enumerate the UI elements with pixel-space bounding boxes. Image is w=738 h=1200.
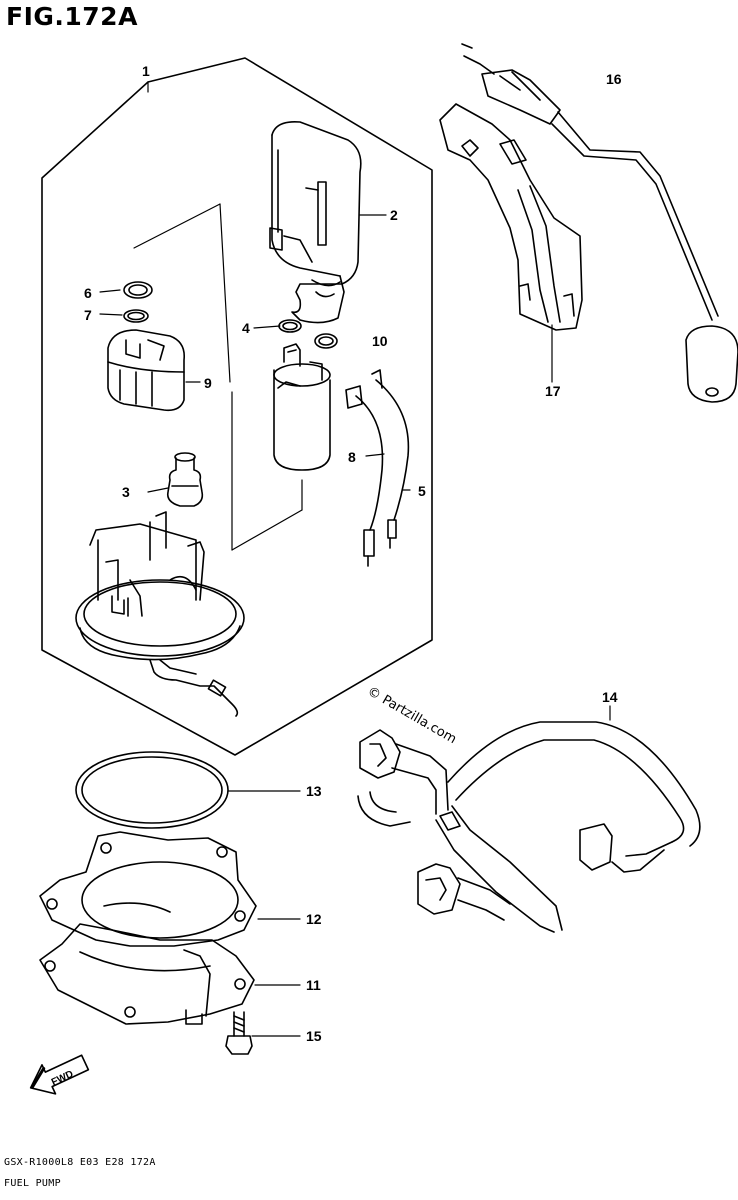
callout-8: 8 bbox=[348, 449, 356, 465]
part-3-check-valve bbox=[166, 452, 204, 507]
callout-3: 3 bbox=[122, 484, 130, 500]
callout-12: 12 bbox=[306, 911, 322, 927]
part-5-lead-wire bbox=[371, 369, 410, 549]
callout-14: 14 bbox=[602, 689, 618, 705]
part-16-fuel-level-gauge bbox=[461, 43, 738, 403]
part-17-bracket bbox=[439, 103, 583, 331]
part-8-lead-wire bbox=[345, 385, 384, 567]
part-7-o-ring bbox=[123, 309, 149, 323]
fuel-pump-body bbox=[273, 343, 331, 471]
part-15-bolt bbox=[225, 1011, 253, 1055]
part-14-fuel-hose bbox=[357, 721, 701, 933]
part-11-mounting-plate bbox=[39, 923, 255, 1025]
callout-17: 17 bbox=[545, 383, 561, 399]
callout-7: 7 bbox=[84, 307, 92, 323]
part-2-fuel-filter bbox=[269, 120, 362, 324]
callout-9: 9 bbox=[204, 375, 212, 391]
part-12-plate bbox=[39, 831, 257, 947]
footer-model-code: GSX-R1000L8 E03 E28 172A bbox=[4, 1157, 156, 1168]
fwd-label: FWD bbox=[50, 1069, 75, 1089]
callout-6: 6 bbox=[84, 285, 92, 301]
callout-15: 15 bbox=[306, 1028, 322, 1044]
callout-5: 5 bbox=[418, 483, 426, 499]
part-6-ring bbox=[123, 281, 153, 299]
footer-part-name: FUEL PUMP bbox=[4, 1178, 61, 1189]
part-4-o-ring bbox=[278, 319, 302, 333]
leader-lines bbox=[99, 81, 611, 1037]
callout-13: 13 bbox=[306, 783, 322, 799]
part-9-regulator-cap bbox=[107, 329, 186, 412]
callout-10: 10 bbox=[372, 333, 388, 349]
callout-11: 11 bbox=[306, 977, 321, 993]
callout-2: 2 bbox=[390, 207, 398, 223]
assembly-1-boundary bbox=[41, 57, 433, 756]
callout-1: 1 bbox=[142, 63, 150, 79]
part-10-o-ring bbox=[314, 333, 338, 349]
callout-4: 4 bbox=[242, 320, 250, 336]
callout-16: 16 bbox=[606, 71, 622, 87]
fwd-arrow-icon bbox=[29, 1054, 90, 1095]
part-13-gasket bbox=[75, 751, 229, 829]
pump-flange bbox=[75, 579, 245, 717]
figure-title: FIG.172A bbox=[6, 2, 138, 31]
